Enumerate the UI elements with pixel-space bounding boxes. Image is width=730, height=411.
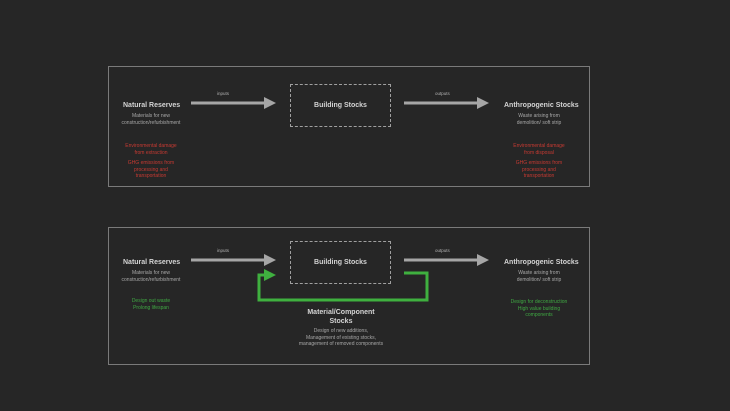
- circular-loop-arrow: [257, 269, 429, 302]
- top-anthropogenic-title: Anthropogenic Stocks: [504, 102, 579, 109]
- panel-linear-model: [108, 66, 590, 187]
- bottom-building-stocks-title: Building Stocks: [314, 259, 367, 266]
- bottom-natural-reserves-title: Natural Reserves: [123, 259, 181, 266]
- top-natural-reserves-title: Natural Reserves: [123, 102, 181, 109]
- panel-circular-model: [108, 227, 590, 365]
- bottom-anthropogenic-title: Anthropogenic Stocks: [504, 259, 579, 266]
- bottom-inputs-label: inputs: [217, 248, 230, 253]
- top-building-stocks-box: Building Stocks: [290, 84, 391, 127]
- top-inputs-label: inputs: [217, 91, 230, 96]
- bottom-building-stocks-box: Building Stocks: [290, 241, 391, 284]
- bottom-outputs-label: outputs: [435, 248, 450, 253]
- top-building-stocks-title: Building Stocks: [314, 102, 367, 109]
- loop-material-stocks-sub: Design of new additions,Management of ex…: [298, 328, 384, 347]
- top-outputs-label: outputs: [435, 91, 450, 96]
